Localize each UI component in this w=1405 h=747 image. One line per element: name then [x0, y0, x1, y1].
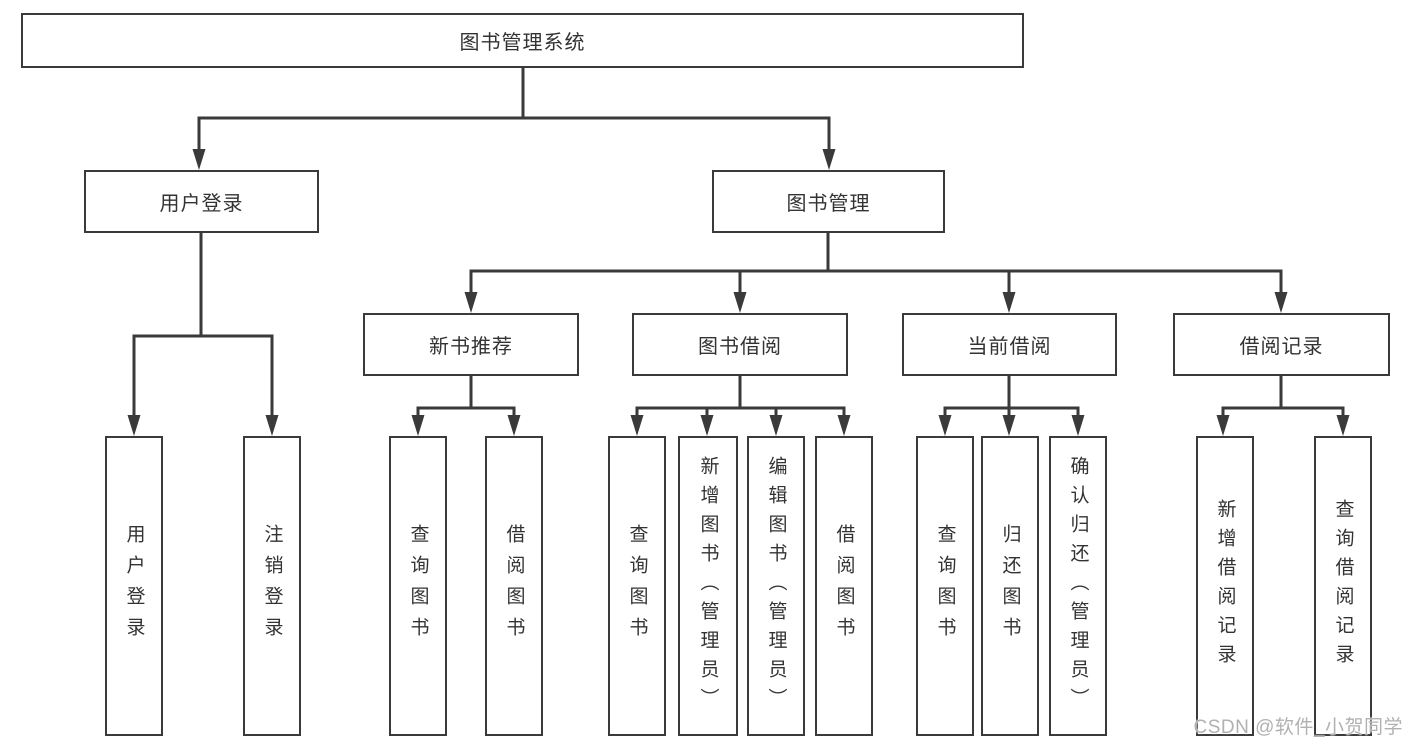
leaf-user-login-label: 用户登录: [123, 524, 145, 648]
leaf-query-books-borrow-label: 查询图书: [626, 524, 648, 648]
leaf-add-book-admin: 新增图书（管理员）: [678, 436, 738, 736]
leaf-query-books-recommend: 查询图书: [389, 436, 447, 736]
node-user-login: 用户登录: [84, 170, 319, 233]
leaf-logout-label: 注销登录: [261, 524, 283, 648]
arrow-heads: [127, 149, 1350, 436]
csdn-watermark: CSDN @软件_小贺同学: [1193, 717, 1403, 738]
leaf-borrow-books: 借阅图书: [815, 436, 873, 736]
node-borrowing-records-label: 借阅记录: [1239, 336, 1324, 358]
leaf-edit-book-admin: 编辑图书（管理员）: [747, 436, 805, 736]
leaf-borrow-books-recommend-label: 借阅图书: [503, 524, 525, 648]
node-current-borrowing: 当前借阅: [902, 313, 1117, 376]
node-book-borrowing: 图书借阅: [632, 313, 848, 376]
leaf-add-borrow-record-label: 新增借阅记录: [1214, 499, 1236, 673]
node-current-borrowing-label: 当前借阅: [967, 336, 1052, 358]
leaf-query-books-current: 查询图书: [916, 436, 974, 736]
node-root-label: 图书管理系统: [459, 32, 586, 54]
node-new-book-recommend: 新书推荐: [363, 313, 579, 376]
leaf-logout: 注销登录: [243, 436, 301, 736]
leaf-borrow-books-label: 借阅图书: [833, 524, 855, 648]
leaf-edit-book-admin-label: 编辑图书（管理员）: [765, 455, 787, 717]
leaf-query-books-current-label: 查询图书: [934, 524, 956, 648]
leaf-return-book: 归还图书: [981, 436, 1039, 736]
node-book-borrowing-label: 图书借阅: [698, 336, 782, 358]
tree-skeleton-lines: [132, 66, 1345, 410]
leaf-confirm-return-admin: 确认归还（管理员）: [1049, 436, 1107, 736]
node-root: 图书管理系统: [21, 13, 1024, 68]
leaf-return-book-label: 归还图书: [999, 524, 1021, 648]
arrow-shafts: [132, 118, 1345, 418]
node-new-book-recommend-label: 新书推荐: [429, 336, 513, 358]
node-book-management-label: 图书管理: [786, 193, 871, 215]
leaf-query-books-recommend-label: 查询图书: [407, 524, 429, 648]
leaf-confirm-return-admin-label: 确认归还（管理员）: [1067, 455, 1089, 717]
leaf-query-borrow-record: 查询借阅记录: [1314, 436, 1372, 736]
node-borrowing-records: 借阅记录: [1173, 313, 1390, 376]
node-user-login-label: 用户登录: [159, 193, 244, 215]
leaf-borrow-books-recommend: 借阅图书: [485, 436, 543, 736]
leaf-query-books-borrow: 查询图书: [608, 436, 666, 736]
node-book-management: 图书管理: [712, 170, 945, 233]
leaf-query-borrow-record-label: 查询借阅记录: [1332, 499, 1354, 673]
leaf-add-borrow-record: 新增借阅记录: [1196, 436, 1254, 736]
leaf-user-login: 用户登录: [105, 436, 163, 736]
leaf-add-book-admin-label: 新增图书（管理员）: [697, 455, 719, 717]
